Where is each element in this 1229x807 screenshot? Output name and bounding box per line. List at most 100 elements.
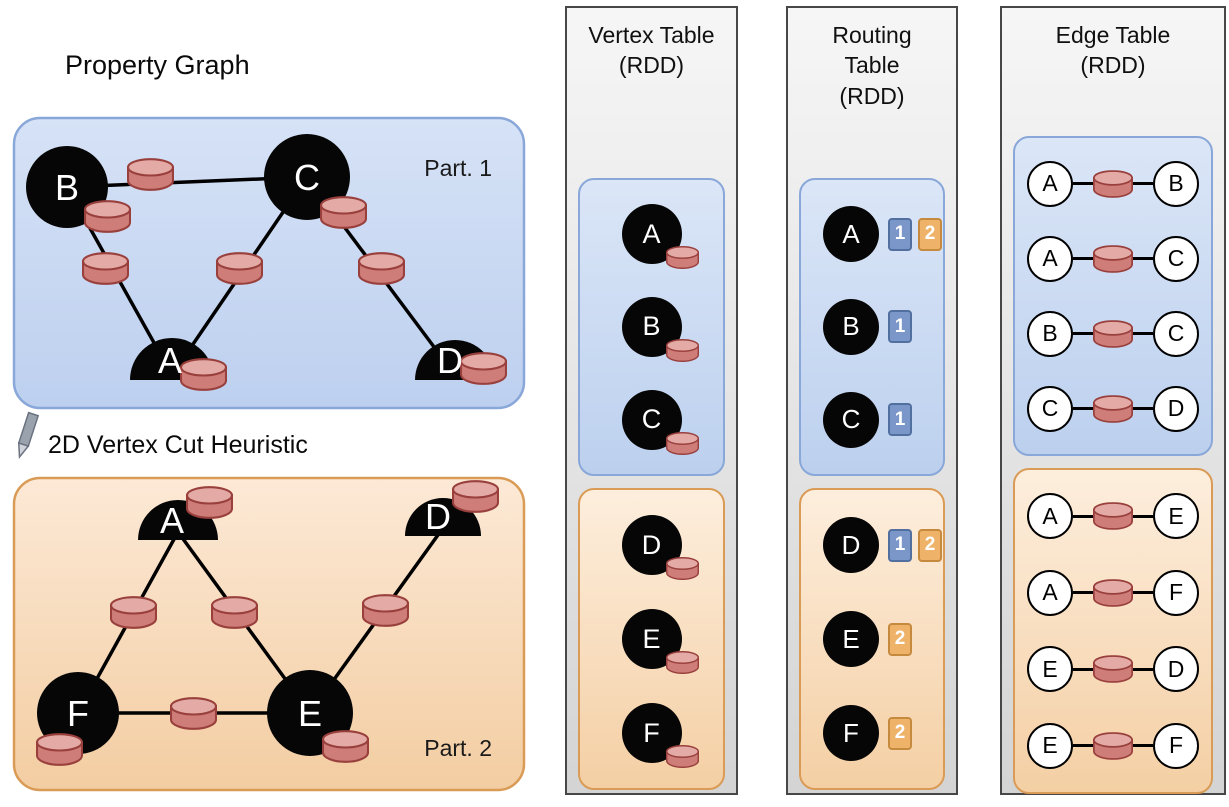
- vertex-circle: D: [621, 515, 682, 575]
- edge-line: [1073, 744, 1096, 748]
- vertex-circle: D: [1153, 646, 1199, 693]
- edge-table-column: Edge Table (RDD) A B A C B: [1000, 6, 1226, 795]
- vertex-label: A: [1042, 502, 1058, 529]
- property-cylinder-icon: [1093, 245, 1133, 273]
- edge-table-partition-1: A B A C B C C: [1013, 136, 1213, 456]
- property-cylinder-icon: [216, 252, 263, 285]
- partition-badge: 2: [918, 528, 942, 562]
- routing-table-partition-2: D 1 2 E 2 F 2: [799, 488, 945, 790]
- property-cylinder-icon: [320, 196, 367, 229]
- edge-entry: B C: [1015, 310, 1211, 357]
- title-line: Vertex Table: [588, 22, 715, 48]
- partition-badge: 2: [918, 217, 942, 251]
- property-cylinder-icon: [666, 246, 699, 269]
- property-cylinder-icon: [666, 339, 699, 362]
- vertex-entry: E: [621, 609, 682, 669]
- vertex-label: B: [55, 167, 79, 208]
- partition-badge: 2: [888, 716, 912, 750]
- property-cylinder-icon: [666, 651, 699, 674]
- vertex-circle: E: [823, 611, 879, 667]
- vertex-label: E: [1168, 502, 1184, 529]
- vertex-circle: F: [1153, 569, 1199, 616]
- vertex-table-partition-1: A B C: [578, 178, 725, 476]
- vertex-label: E: [1042, 732, 1058, 759]
- vertex-circle: A: [1027, 493, 1073, 540]
- vertex-entry: B: [621, 296, 682, 357]
- vertex-circle: C: [1027, 385, 1073, 432]
- vertex-circle: A: [1027, 160, 1073, 207]
- vertex-label: C: [841, 404, 861, 435]
- property-cylinder-icon: [452, 480, 499, 513]
- vertex-circle: F: [823, 705, 879, 761]
- edge-line: [1073, 182, 1096, 185]
- vertex-circle: C: [1153, 310, 1199, 357]
- vertex-label: B: [1168, 170, 1184, 196]
- edge-line: [1073, 514, 1096, 518]
- routing-entry: B 1: [801, 298, 943, 355]
- routing-table-column: Routing Table (RDD) A 1 2 B 1: [786, 6, 958, 795]
- partition-1-box: [12, 116, 526, 410]
- partition-badge: 1: [888, 528, 912, 562]
- vertex-label: D: [425, 496, 451, 537]
- partition-badge: 1: [888, 310, 912, 344]
- vertex-label: E: [1042, 655, 1058, 682]
- vertex-label: A: [1042, 245, 1058, 271]
- vertex-label: F: [843, 717, 859, 748]
- property-cylinder-icon: [1093, 170, 1133, 198]
- property-cylinder-icon: [666, 745, 699, 768]
- vertex-circle: C: [1153, 235, 1199, 282]
- vertex-circle: B: [823, 298, 879, 355]
- vertex-circle: D: [823, 517, 879, 573]
- property-cylinder-icon: [1093, 579, 1133, 607]
- edge-line: [1073, 407, 1096, 410]
- vertex-label: A: [1042, 170, 1058, 196]
- partition-badges: 1: [888, 403, 912, 437]
- vertex-label: C: [641, 404, 662, 435]
- partition-badges: 2: [888, 716, 912, 750]
- vertex-circle: E: [1027, 646, 1073, 693]
- property-cylinder-icon: [84, 200, 131, 233]
- routing-entry: D 1 2: [801, 517, 943, 573]
- edge-table-partition-2: A E A F E D E: [1013, 468, 1213, 794]
- property-cylinder-icon: [1093, 320, 1133, 348]
- edge-table-title: Edge Table (RDD): [1002, 20, 1224, 81]
- vertex-label: B: [642, 311, 661, 342]
- vertex-circle: B: [1027, 310, 1073, 357]
- routing-entry: F 2: [801, 705, 943, 761]
- edge-line: [1130, 407, 1153, 410]
- vertex-label: B: [842, 311, 860, 342]
- property-cylinder-icon: [666, 432, 699, 455]
- edge-entry: A F: [1015, 569, 1211, 616]
- vertex-circle: A: [1027, 569, 1073, 616]
- title-line: Edge Table: [1055, 22, 1171, 48]
- vertex-label: C: [294, 157, 320, 198]
- vertex-label: D: [437, 340, 463, 381]
- vertex-label: B: [1042, 320, 1058, 346]
- property-graph-title: Property Graph: [65, 50, 250, 80]
- vertex-circle: F: [1153, 722, 1199, 769]
- edge-line: [1073, 332, 1096, 335]
- partition-badge: 2: [888, 622, 912, 656]
- vertex-label: C: [1041, 395, 1059, 421]
- vertex-circle: D: [1153, 385, 1199, 432]
- vertex-label: C: [1167, 245, 1185, 271]
- edge-entry: A B: [1015, 160, 1211, 207]
- property-cylinder-icon: [127, 158, 174, 191]
- vertex-circle: E: [1153, 493, 1199, 540]
- routing-table-partition-1: A 1 2 B 1 C 1: [799, 178, 945, 476]
- vertex-label: C: [1167, 320, 1185, 346]
- partition-badges: 1: [888, 310, 912, 344]
- vertex-label: F: [1168, 579, 1184, 606]
- edge-entry: A C: [1015, 235, 1211, 282]
- vertex-entry: A: [621, 204, 682, 264]
- vertex-label: A: [642, 218, 661, 249]
- edge-line: [1073, 257, 1096, 260]
- property-cylinder-icon: [362, 594, 409, 627]
- vertex-table-partition-2: D E F: [578, 488, 725, 790]
- property-cylinder-icon: [82, 252, 129, 285]
- vertex-label: F: [67, 693, 89, 734]
- property-cylinder-icon: [322, 730, 369, 763]
- edge-line: [1130, 257, 1153, 260]
- edge-entry: C D: [1015, 385, 1211, 432]
